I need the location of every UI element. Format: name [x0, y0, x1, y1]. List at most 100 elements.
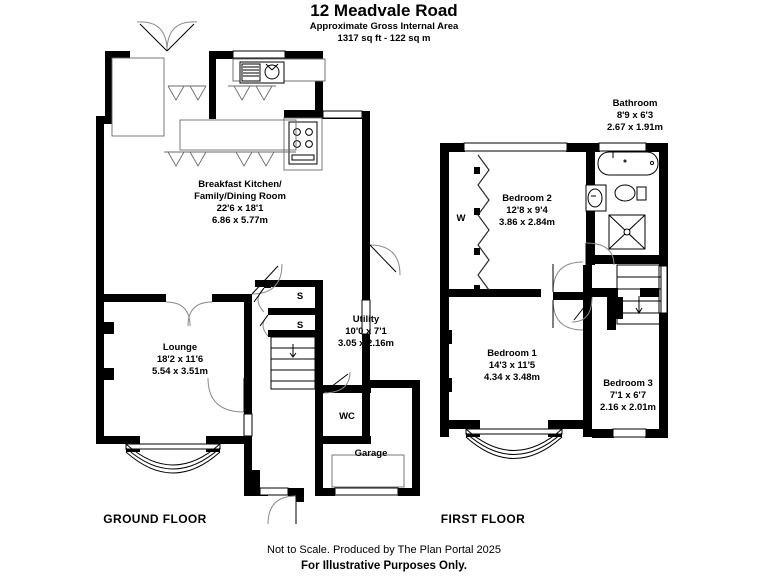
- label-wardrobe: W: [457, 213, 466, 224]
- ff-window-bed2-north: [463, 142, 568, 152]
- label-bathroom-dim-imperial: 8'9 x 6'3: [617, 110, 653, 121]
- gf-doors[interactable]: [165, 244, 401, 525]
- gf-wall-utility-west: [315, 280, 323, 392]
- label-store-2: S: [297, 320, 303, 331]
- label-bedroom-3: Bedroom 3: [603, 378, 653, 389]
- gf-wall-garage-north: [362, 380, 420, 388]
- ff-wall-west: [440, 143, 449, 437]
- label-first-floor: FIRST FLOOR: [441, 512, 525, 526]
- ff-wall-bed2-east-lower: [586, 243, 595, 265]
- ground-floor-plan: Breakfast Kitchen/ Family/Dining Room 22…: [96, 21, 420, 526]
- ff-wardrobe-anchor-3: [474, 248, 480, 255]
- gf-wall-east-step2: [284, 110, 292, 118]
- gf-wall-store-bottom: [268, 330, 322, 337]
- gf-door-swing-kitchen-hall: [369, 244, 401, 276]
- gf-stair-arrow: [289, 352, 297, 358]
- gf-door-swing-front: [267, 495, 297, 525]
- gf-unit-chevron-3: [233, 85, 251, 101]
- ff-wall-bed3-north: [592, 288, 618, 297]
- gf-sink-bowl: [264, 64, 280, 80]
- gf-utility-window: [361, 299, 371, 335]
- gf-hob-ring-1: [293, 128, 301, 136]
- label-bedroom-1: Bedroom 1: [487, 348, 537, 359]
- gross-area-caption: Approximate Gross Internal Area: [310, 21, 459, 32]
- label-bedroom-1-dim-metric: 4.34 x 3.48m: [484, 372, 540, 383]
- gf-bay-arc-1: [125, 443, 221, 466]
- label-lounge: Lounge: [163, 342, 197, 353]
- ff-doors[interactable]: [552, 242, 615, 331]
- ff-wall-landing-stair-w: [607, 290, 616, 328]
- gf-wall-wc-east: [362, 385, 370, 443]
- label-store-1: S: [297, 291, 303, 302]
- ff-wall-bed3-south: [592, 429, 614, 438]
- gf-fireplace-breast: [104, 322, 114, 334]
- gf-tall-unit: [111, 57, 165, 137]
- label-utility-dim-metric: 3.05 x 2.16m: [338, 338, 394, 349]
- gf-wall-wc-south: [315, 436, 371, 444]
- gf-unit-chevron-2: [189, 85, 207, 101]
- ff-stair-outline: [616, 264, 662, 325]
- label-bedroom-2: Bedroom 2: [502, 193, 552, 204]
- ff-door-leaf-bed3: [573, 296, 593, 321]
- gf-bay-arc-3: [125, 451, 221, 474]
- ff-door-swing-bed2: [552, 261, 584, 293]
- ff-staircase: [616, 264, 662, 325]
- gf-door-swing-french-l: [136, 21, 168, 52]
- ff-shower-drain: [623, 228, 631, 236]
- gf-side-door-left: [259, 487, 289, 496]
- gf-french-doors[interactable]: [136, 21, 198, 52]
- ff-washbasin-bowl: [587, 188, 603, 208]
- gf-wall-kitchen-inner-v: [209, 51, 216, 59]
- ff-bay-arc-3: [465, 436, 563, 459]
- ff-bathroom-fixtures: [585, 151, 659, 250]
- ff-chimney-breast-2: [440, 378, 452, 392]
- gf-unit-chevron-4: [255, 85, 273, 101]
- gf-wall-wc-west: [315, 385, 323, 443]
- gf-wall-west: [96, 116, 112, 436]
- footer-attribution: Not to Scale. Produced by The Plan Porta…: [267, 544, 501, 556]
- ff-wall-bed3-south-2: [645, 429, 668, 438]
- ff-wall-east: [659, 143, 668, 313]
- ff-windows: [463, 142, 668, 459]
- ff-toilet-bowl: [614, 184, 636, 202]
- gf-door-leaf-store-2: [259, 314, 269, 327]
- gf-wall-lounge-north-2: [212, 294, 252, 302]
- label-bedroom-3-dim-metric: 2.16 x 2.01m: [600, 402, 656, 413]
- gf-wall-porch-v: [252, 470, 260, 496]
- gf-wall-garage-east: [412, 380, 420, 496]
- gf-windows: [125, 50, 363, 474]
- label-bedroom-2-dim-metric: 3.86 x 2.84m: [499, 217, 555, 228]
- ff-wardrobe-anchor-4: [474, 285, 480, 292]
- gf-sink-tap: [265, 63, 273, 71]
- ff-window-bay-front: [465, 428, 563, 435]
- gf-island-chevron-4: [257, 151, 275, 167]
- gf-wall-kitchen-top-left: [105, 51, 130, 118]
- label-lounge-dim-metric: 5.54 x 3.51m: [152, 366, 208, 377]
- gf-wall-kitchen-top-seg2: [209, 51, 216, 119]
- ff-stair-arrow: [635, 307, 643, 314]
- gf-wall-east-step: [284, 110, 323, 118]
- label-bedroom-1-dim-imperial: 14'3 x 11'5: [489, 360, 536, 371]
- gf-wall-porch-stub-v: [296, 488, 304, 502]
- gf-door-leaf-french-l: [139, 23, 168, 52]
- gf-wall-hall-west: [244, 294, 252, 412]
- ff-wall-bed3-north-2: [640, 288, 662, 297]
- ff-bay-arc-2: [465, 432, 563, 455]
- gf-door-swing-lounge-l: [165, 301, 191, 327]
- gf-staircase: [270, 336, 316, 390]
- gf-wall-north-3: [285, 51, 323, 59]
- ff-wall-north-left: [440, 143, 465, 152]
- ff-bath-plug: [649, 160, 655, 166]
- ff-door-swing-bed3: [571, 296, 593, 323]
- ff-wall-bed2-south-2: [553, 292, 591, 300]
- gf-lounge-side-window: [243, 413, 253, 437]
- ff-bath: [597, 151, 659, 176]
- ff-wall-east-lower: [659, 313, 668, 437]
- ff-chimney-breast-1: [440, 330, 452, 344]
- label-utility-dim-imperial: 10'0 x 7'1: [345, 326, 387, 337]
- gf-garage-floor-box: [331, 454, 405, 488]
- gf-window-lounge-bay-a: [125, 443, 221, 450]
- gf-door-leaf-kitchen-hall: [369, 244, 397, 273]
- label-kitchen-dim-metric: 6.86 x 5.77m: [212, 215, 268, 226]
